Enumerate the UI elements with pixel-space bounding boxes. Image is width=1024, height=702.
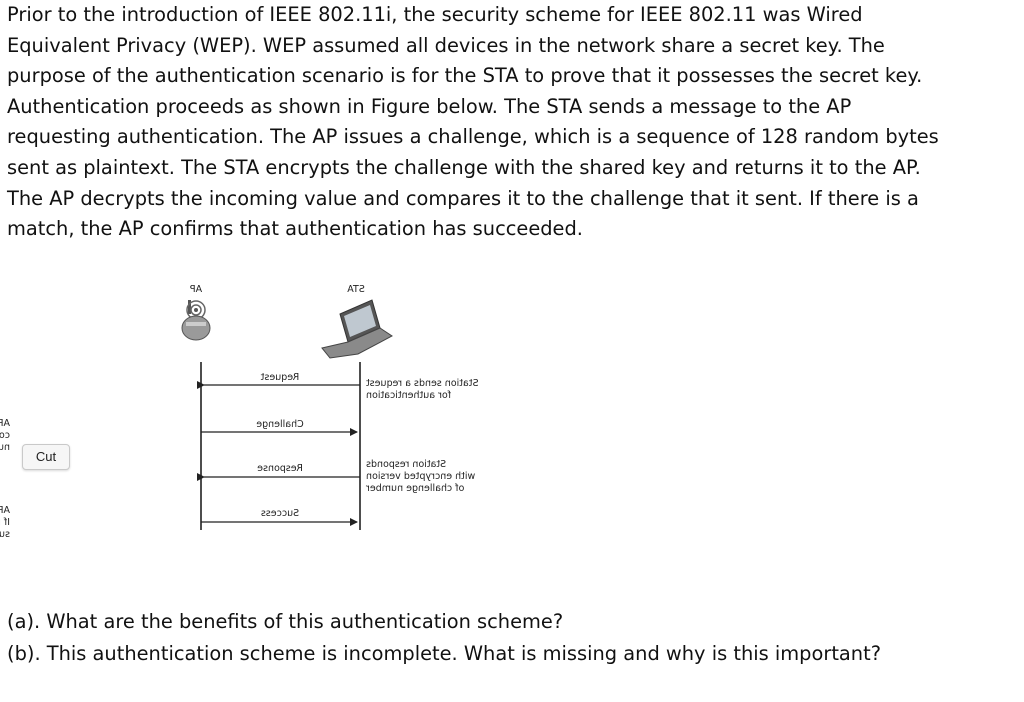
paragraph-line: Equivalent Privacy (WEP). WEP assumed al… bbox=[7, 33, 885, 57]
sta-note-line: for authentication bbox=[366, 390, 451, 401]
cut-menu-button[interactable]: Cut bbox=[22, 444, 70, 470]
wep-authentication-figure: AP STA Request bbox=[0, 270, 520, 560]
access-point-icon bbox=[181, 300, 211, 341]
message-label: Response bbox=[257, 463, 303, 474]
problem-paragraph: Prior to the introduction of IEEE 802.11… bbox=[7, 0, 1017, 245]
ap-note-line: If match, send authentication bbox=[0, 517, 10, 528]
question-a: (a). What are the benefits of this authe… bbox=[7, 610, 564, 633]
paragraph-line: Authentication proceeds as shown in Figu… bbox=[7, 94, 852, 118]
ap-note-line: AP sends challenge message bbox=[0, 418, 10, 429]
paragraph-line: Prior to the introduction of IEEE 802.11… bbox=[7, 3, 863, 26]
paragraph-line: The AP decrypts the incoming value and c… bbox=[7, 186, 919, 210]
ap-note-line: number bbox=[0, 442, 10, 453]
sta-note-line: of challenge number bbox=[366, 483, 464, 494]
questions: (a). What are the benefits of this authe… bbox=[7, 606, 1017, 670]
paragraph-line: requesting authentication. The AP issues… bbox=[7, 125, 939, 149]
laptop-icon bbox=[321, 299, 393, 359]
ap-note-line: AP decrypts challenge response. bbox=[0, 505, 10, 516]
ap-note-line: containing 128-bit random bbox=[0, 430, 10, 441]
message-label: Challenge bbox=[256, 419, 304, 430]
paragraph-line: match, the AP confirms that authenticati… bbox=[7, 217, 583, 241]
question-b: (b). This authentication scheme is incom… bbox=[7, 642, 881, 665]
paragraph-line: purpose of the authentication scenario i… bbox=[7, 64, 923, 88]
sta-note-line: Station responds bbox=[366, 459, 446, 470]
sequence-diagram: AP STA Request bbox=[0, 284, 479, 540]
paragraph-line: sent as plaintext. The STA encrypts the … bbox=[7, 155, 921, 179]
sta-note-line: Station sends a request bbox=[366, 378, 479, 389]
message-label: Success bbox=[261, 508, 299, 519]
ap-note-line: success message bbox=[0, 529, 10, 540]
ap-label: AP bbox=[190, 284, 202, 295]
sta-note-line: with encrypted version bbox=[366, 471, 475, 482]
sta-label: STA bbox=[347, 284, 365, 295]
message-label: Request bbox=[260, 372, 299, 383]
